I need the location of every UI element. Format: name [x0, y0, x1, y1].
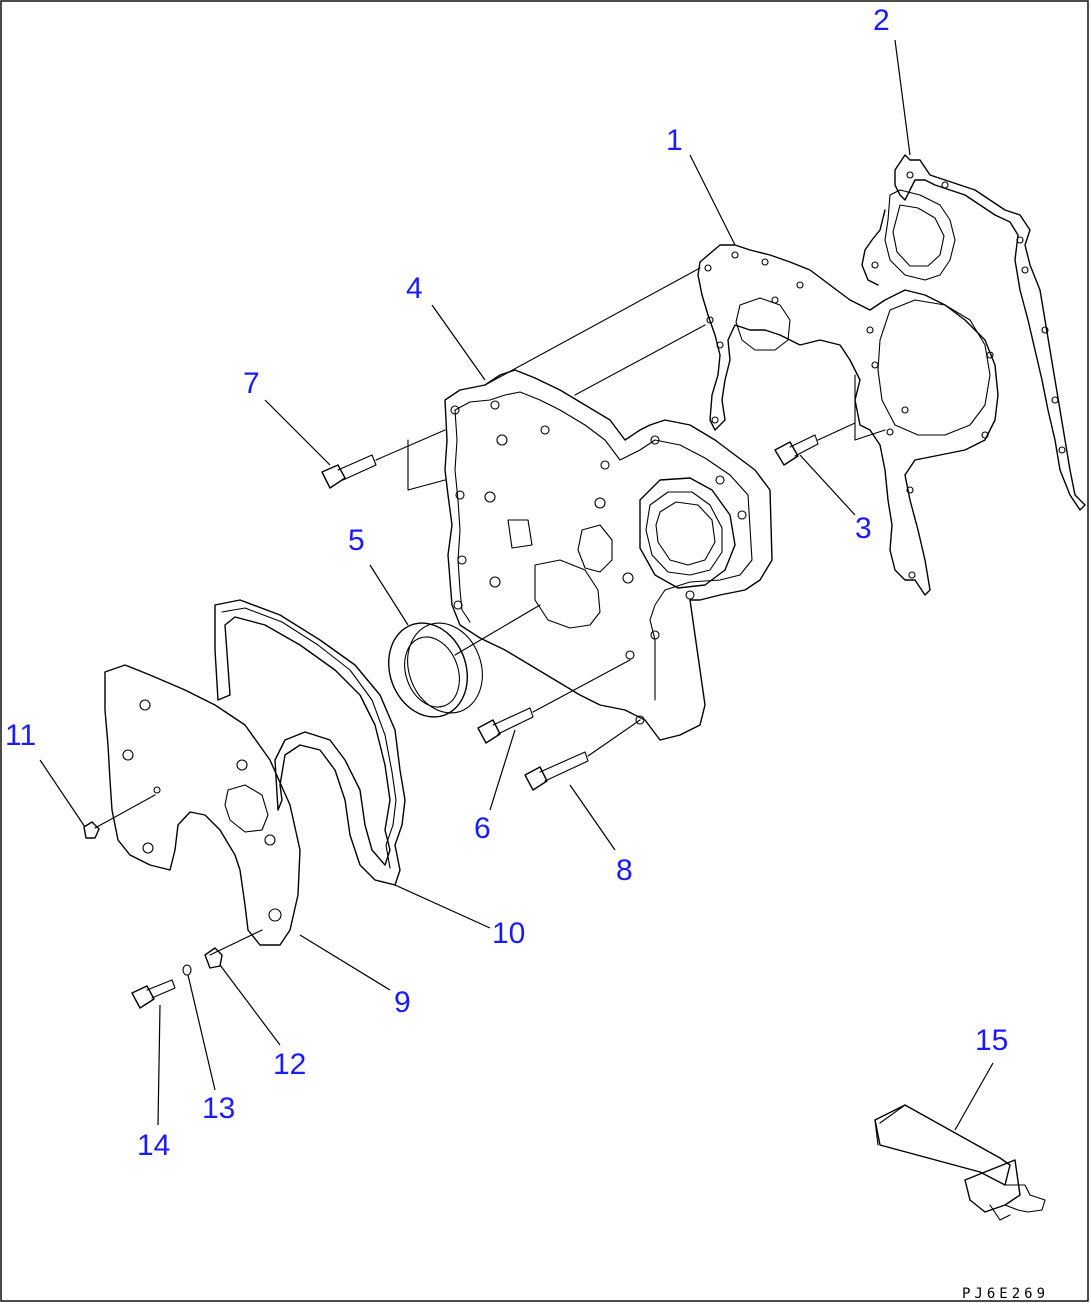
part-10-gasket	[214, 599, 406, 886]
callout-14: 14	[137, 1129, 170, 1162]
callout-12: 12	[273, 1048, 306, 1081]
drawing-code: PJ6E269	[962, 1286, 1049, 1302]
callout-2: 2	[873, 4, 890, 37]
leader-lines	[39, 39, 994, 1131]
callout-8: 8	[616, 854, 633, 887]
part-13-washer	[182, 964, 192, 976]
callout-11: 11	[5, 719, 36, 752]
callout-4: 4	[406, 272, 423, 305]
part-3-bolt	[774, 422, 856, 466]
callout-1: 1	[666, 124, 683, 157]
part-12-nut	[204, 947, 223, 969]
callout-15: 15	[975, 1024, 1008, 1057]
part-8-bolt	[524, 719, 641, 791]
callout-10: 10	[492, 917, 525, 950]
part-9-plate	[104, 664, 301, 956]
part-5-oil-seal	[387, 604, 541, 718]
part-14-bolt	[131, 979, 176, 1009]
callout-7: 7	[243, 367, 260, 400]
callout-5: 5	[348, 524, 365, 557]
part-2-gasket	[861, 154, 1086, 511]
callout-3: 3	[855, 512, 872, 545]
part-6-bolt	[477, 650, 635, 744]
part-4-gear-case-cover	[407, 267, 773, 741]
part-15-tool	[874, 1104, 1046, 1221]
callout-labels: 1 2 3 4 5 6 7 8 9 10 11 12 13 14 15	[5, 4, 1008, 1162]
callout-6: 6	[474, 812, 491, 845]
part-1-gasket	[697, 244, 999, 596]
part-11-nut	[83, 794, 156, 839]
callout-9: 9	[394, 986, 411, 1019]
callout-13: 13	[202, 1092, 235, 1125]
part-7-bolt	[321, 429, 446, 489]
